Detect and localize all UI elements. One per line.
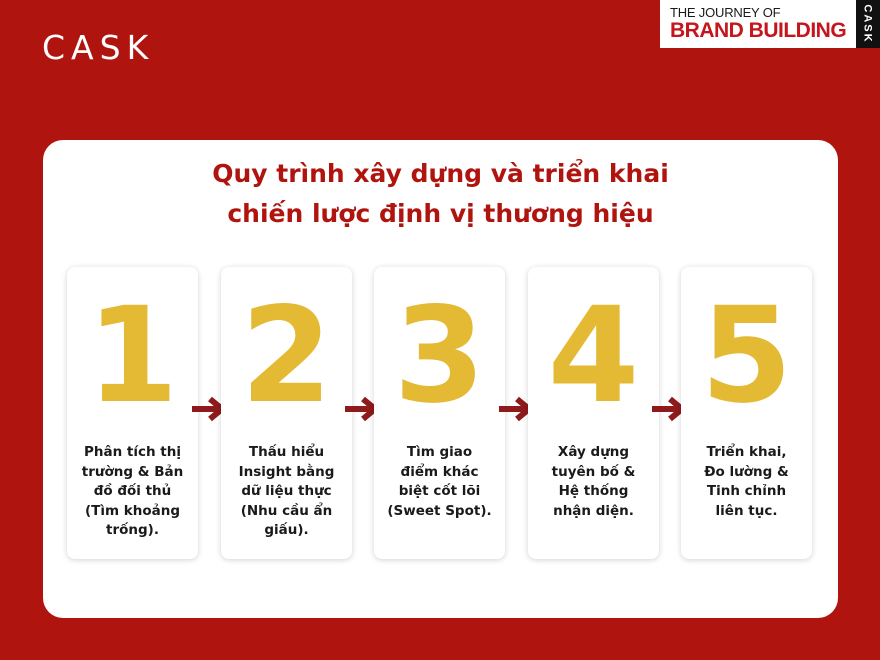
step-number: 1 xyxy=(86,279,179,433)
card-title-line-1: Quy trình xây dựng và triển khai xyxy=(212,159,669,188)
step-card-5: 5 Triển khai, Đo lường & Tinh chỉnh liên… xyxy=(681,267,812,559)
badge-line-2: BRAND BUILDING xyxy=(670,19,847,42)
step-number: 5 xyxy=(700,279,793,433)
step-card-3: 3 Tìm giao điểm khác biệt cốt lõi (Sweet… xyxy=(374,267,505,559)
card-title: Quy trình xây dựng và triển khai chiến l… xyxy=(43,154,838,234)
step-description: Xây dựng tuyên bố & Hệ thống nhận diện. xyxy=(551,444,636,519)
card-title-line-2: chiến lược định vị thương hiệu xyxy=(227,199,654,228)
process-card: Quy trình xây dựng và triển khai chiến l… xyxy=(43,140,838,618)
step-number: 3 xyxy=(393,279,486,433)
step-description: Phân tích thị trường & Bản đồ đối thủ (T… xyxy=(81,444,184,538)
cask-logo: CASK xyxy=(42,28,155,67)
step-card-1: 1 Phân tích thị trường & Bản đồ đối thủ … xyxy=(67,267,198,559)
step-card-4: 4 Xây dựng tuyên bố & Hệ thống nhận diện… xyxy=(528,267,659,559)
badge-line-1: THE JOURNEY OF xyxy=(670,5,781,20)
step-number: 2 xyxy=(240,279,333,433)
step-description: Tìm giao điểm khác biệt cốt lõi (Sweet S… xyxy=(387,444,492,519)
step-description: Triển khai, Đo lường & Tinh chỉnh liên t… xyxy=(704,444,789,519)
step-number: 4 xyxy=(547,279,640,433)
step-description: Thấu hiểu Insight bằng dữ liệu thực (Nhu… xyxy=(238,444,335,538)
badge-side-label: CASK xyxy=(856,0,880,48)
brand-building-badge: THE JOURNEY OF BRAND BUILDING xyxy=(660,0,856,48)
badge-side-text: CASK xyxy=(862,4,875,44)
step-card-2: 2 Thấu hiểu Insight bằng dữ liệu thực (N… xyxy=(221,267,352,559)
